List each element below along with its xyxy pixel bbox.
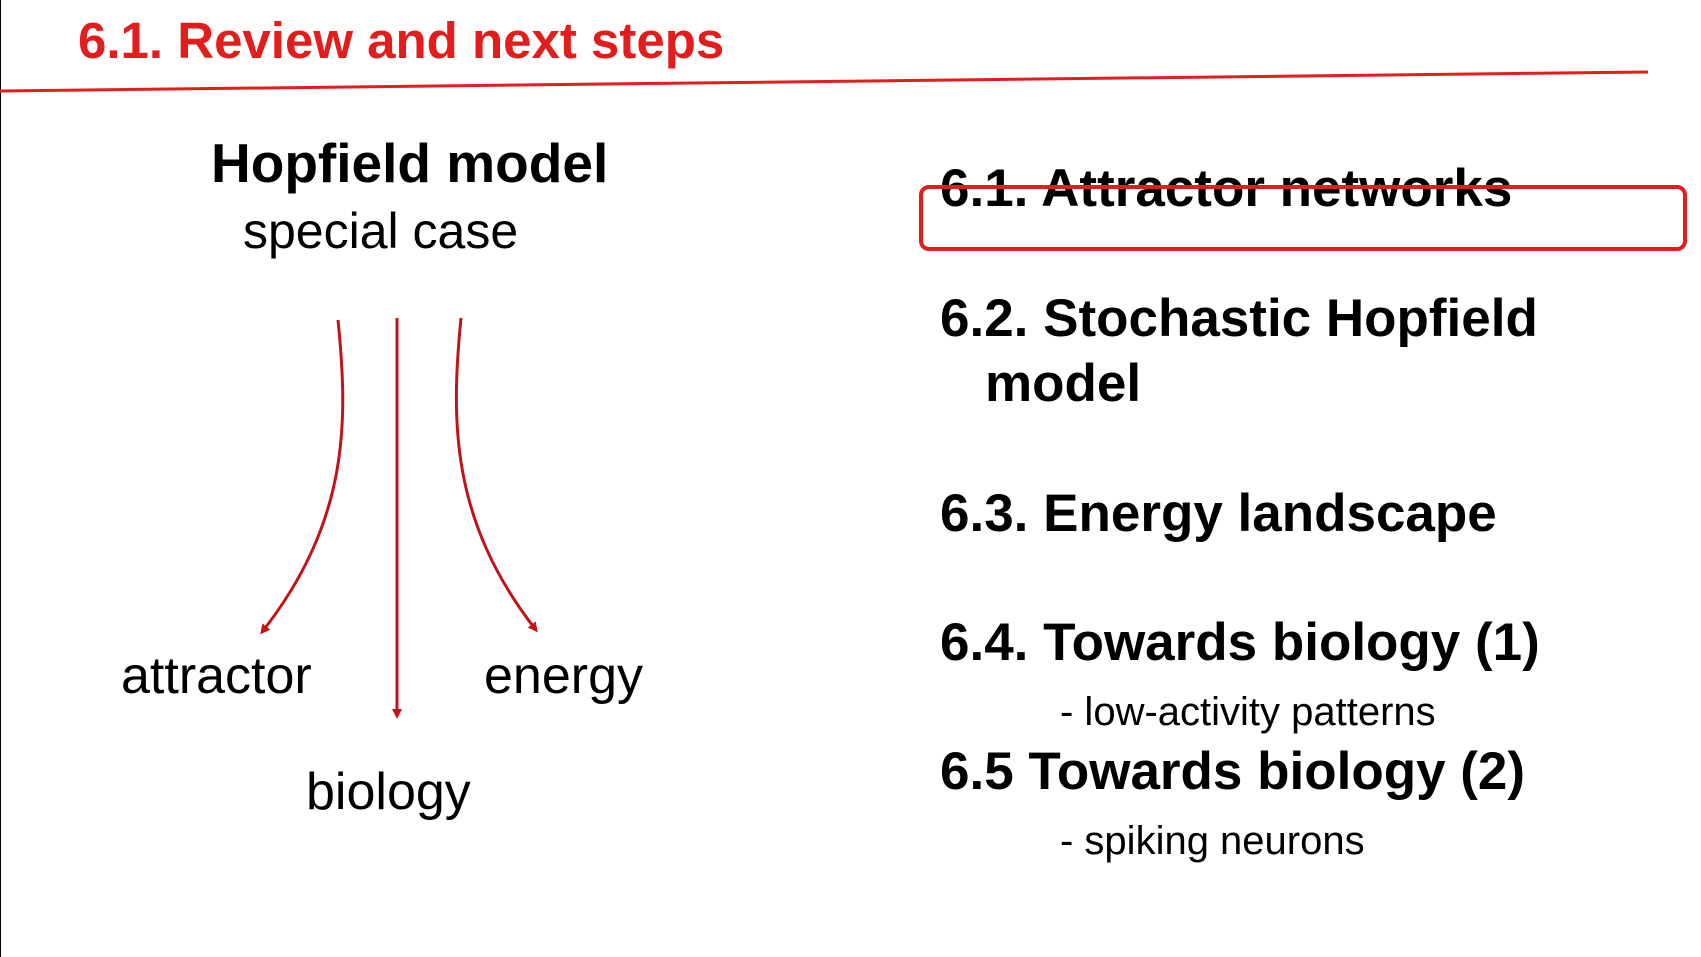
biology-label: biology — [306, 763, 471, 821]
slide-left-edge — [0, 0, 1, 957]
outline-subitem-low-activity: - low-activity patterns — [1060, 690, 1436, 734]
hopfield-model-heading: Hopfield model — [211, 132, 609, 194]
arrow-to-energy — [454, 317, 538, 633]
outline-item-6-2-continuation: model — [985, 354, 1142, 413]
outline-item-6-4: 6.4. Towards biology (1) — [940, 613, 1540, 672]
attractor-label: attractor — [121, 647, 312, 705]
current-section-highlight — [919, 185, 1687, 251]
outline-item-6-3: 6.3. Energy landscape — [940, 484, 1497, 543]
energy-label: energy — [484, 647, 643, 705]
arrow-to-attractor — [260, 319, 345, 635]
outline-item-6-2: 6.2. Stochastic Hopfield — [940, 289, 1538, 348]
special-case-label: special case — [243, 203, 519, 259]
outline-subitem-spiking: - spiking neurons — [1060, 819, 1365, 863]
outline-item-6-5: 6.5 Towards biology (2) — [940, 742, 1526, 801]
slide-title: 6.1. Review and next steps — [78, 12, 725, 69]
